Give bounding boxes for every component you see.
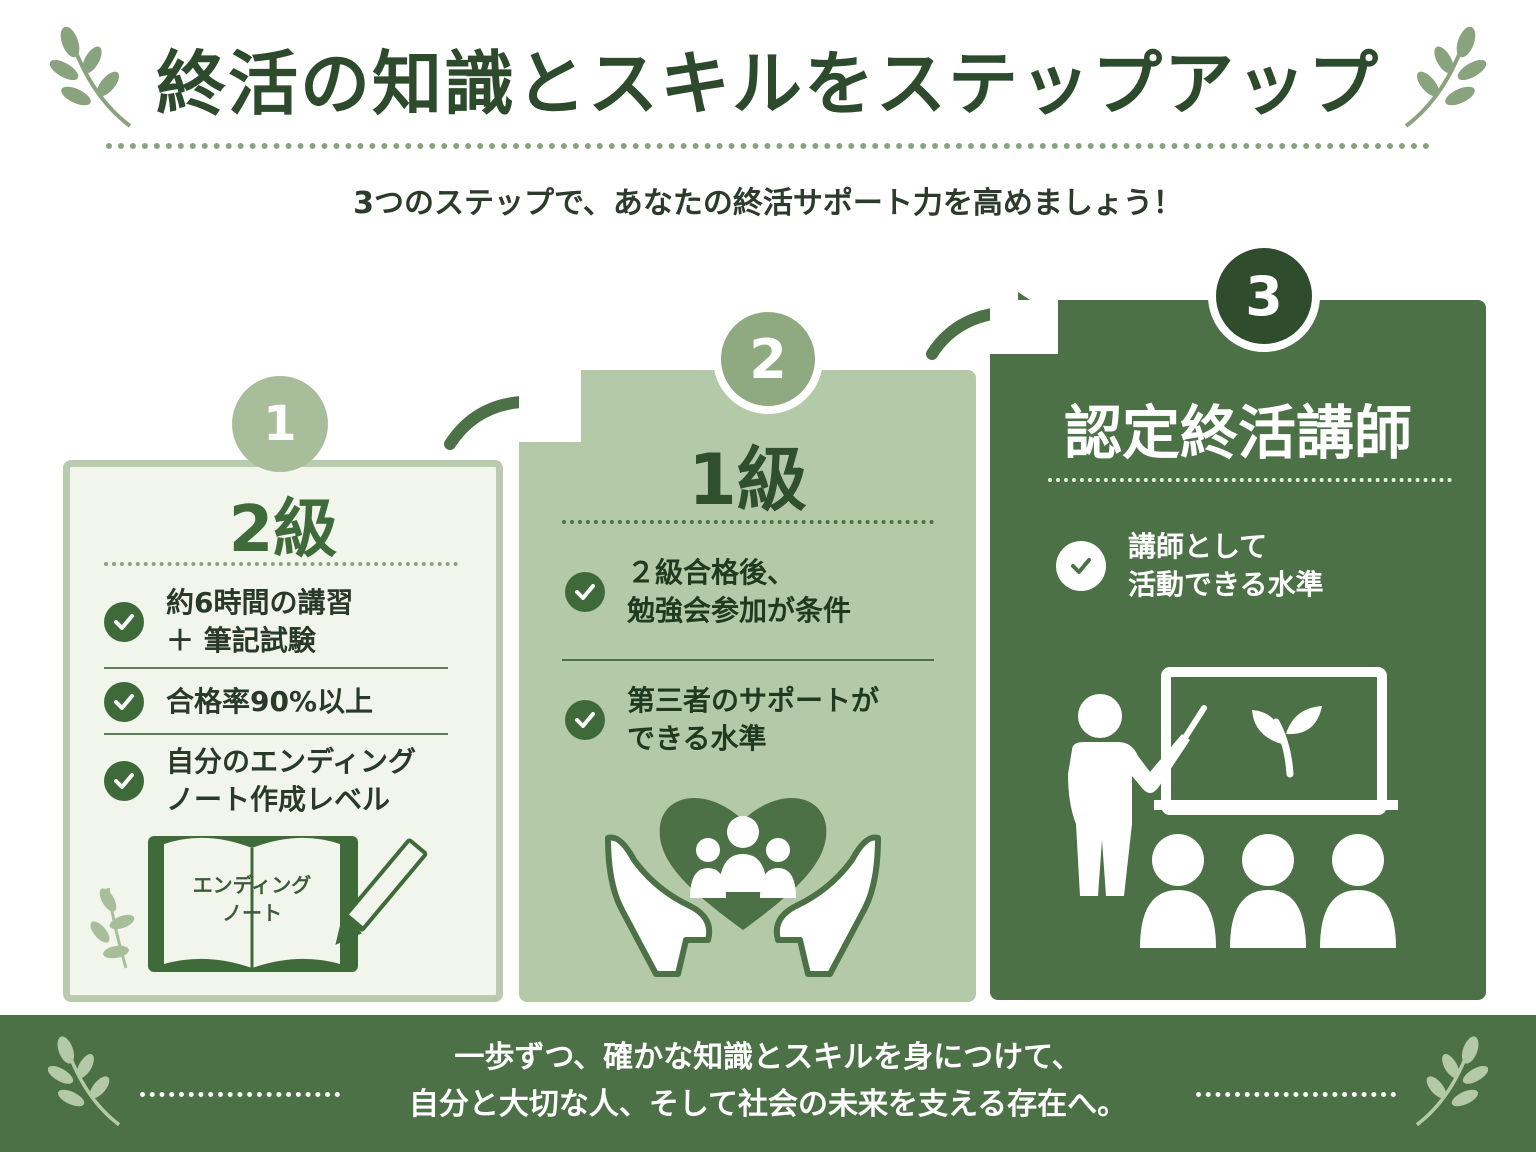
footer-line-1: 一歩ずつ、確かな知識とスキルを身につけて、 bbox=[454, 1040, 1082, 1075]
step-1-item-3: 自分のエンディング ノート作成レベル bbox=[104, 743, 464, 818]
step-2-number-badge: 2 bbox=[713, 304, 823, 414]
step-1-rule bbox=[104, 667, 448, 669]
step-3-divider bbox=[1048, 478, 1452, 482]
check-icon bbox=[104, 682, 144, 722]
notebook-pencil-icon: エンディング ノート bbox=[90, 836, 428, 972]
step-3-level: 認定終活講師 bbox=[1063, 399, 1412, 467]
check-icon bbox=[1056, 540, 1106, 591]
step-1-rule bbox=[104, 733, 448, 735]
check-icon bbox=[565, 571, 605, 612]
step-1-item-2: 合格率90%以上 bbox=[104, 682, 464, 722]
step-2-card-notch bbox=[519, 370, 581, 442]
step-2-divider bbox=[562, 520, 934, 524]
check-icon bbox=[104, 760, 144, 801]
laurel-branch-icon bbox=[1415, 1036, 1488, 1127]
laurel-branch-icon bbox=[48, 1036, 121, 1127]
check-icon bbox=[104, 601, 144, 642]
teacher-board-audience-icon bbox=[1068, 667, 1398, 948]
step-2-item-2: 第三者のサポートが できる水準 bbox=[565, 682, 945, 757]
laurel-branch-icon bbox=[50, 26, 132, 128]
laurel-branch-icon bbox=[1404, 26, 1486, 128]
footer-divider-left bbox=[140, 1092, 340, 1097]
step-2-item-1: ２級合格後、 勉強会参加が条件 bbox=[565, 554, 945, 629]
step-2-rule bbox=[562, 659, 934, 661]
notebook-label: ノート bbox=[222, 901, 282, 925]
footer-message: 一歩ずつ、確かな知識とスキルを身につけて、 自分と大切な人、そして社会の未来を支… bbox=[330, 1035, 1206, 1128]
footer-divider-right bbox=[1196, 1092, 1396, 1097]
step-1-divider bbox=[104, 562, 458, 566]
page-subtitle: 3つのステップで、あなたの終活サポート力を高めましょう！ bbox=[353, 186, 1183, 221]
notebook-label: エンディング bbox=[193, 873, 312, 897]
page-title: 終活の知識とスキルをステップアップ bbox=[156, 42, 1380, 125]
heart-hands-people-icon bbox=[605, 797, 881, 977]
step-1-number-badge: 1 bbox=[232, 376, 328, 472]
step-3-card bbox=[990, 300, 1486, 1000]
check-icon bbox=[565, 699, 605, 740]
footer-banner bbox=[0, 1015, 1536, 1152]
step-1-item-1: 約6時間の講習 ＋ 筆記試験 bbox=[104, 584, 464, 659]
footer-line-2: 自分と大切な人、そして社会の未来を支える存在へ。 bbox=[408, 1086, 1128, 1122]
step-2-level: 1級 bbox=[688, 439, 807, 521]
step-1-level: 2級 bbox=[228, 493, 338, 567]
step-3-item-1: 講師として 活動できる水準 bbox=[1056, 528, 1456, 603]
step-3-number-badge: 3 bbox=[1208, 240, 1320, 352]
title-divider bbox=[106, 143, 1430, 149]
step-3-card-notch bbox=[990, 300, 1058, 354]
